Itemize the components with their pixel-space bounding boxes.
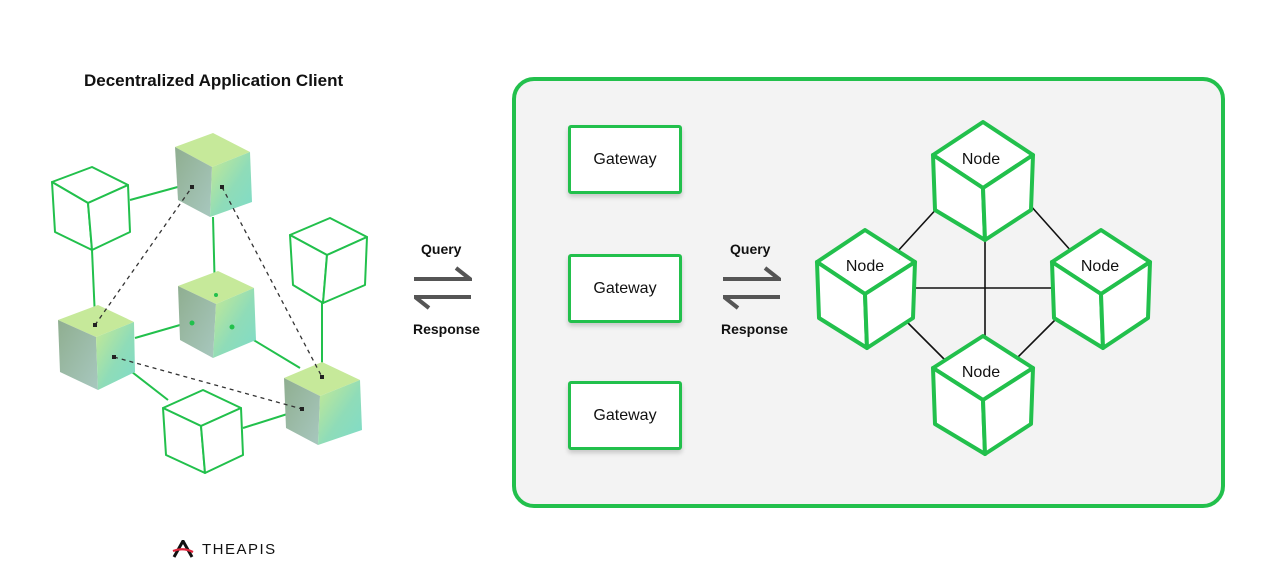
gateway-box-2: Gateway [568,254,682,323]
left-response-label: Response [413,321,480,337]
node-label-bottom: Node [961,364,1001,381]
node-cube-right [1050,228,1152,350]
swap-arrows-icon [414,266,472,310]
outlined-cubes [51,166,368,474]
right-query-label: Query [730,241,771,257]
outlined-cube-1 [51,166,131,251]
brand-mark-icon [172,540,194,558]
link-anchors [93,185,324,411]
node-label-left: Node [845,258,885,275]
node-cubes [815,120,1152,456]
node-cube-left [815,228,917,350]
link-dots [189,293,235,330]
node-label-right: Node [1080,258,1120,275]
swap-arrows-icon-right [723,266,781,310]
outlined-cube-3 [162,389,244,474]
right-response-label: Response [721,321,788,337]
gateway-box-1: Gateway [568,125,682,194]
brand-logo: THEAPIS [172,540,277,558]
node-cube-bottom [931,334,1035,456]
node-label-top: Node [961,151,1001,168]
left-query-label: Query [421,241,462,257]
outlined-cube-2 [289,217,368,304]
filled-cube-top [175,133,252,217]
filled-cube-left [58,305,135,390]
client-title: Decentralized Application Client [84,71,344,90]
dashed-links [94,186,323,410]
client-network-diagram [51,133,368,474]
node-links [896,204,1073,361]
node-cube-top [931,120,1035,242]
filled-cube-center [178,271,256,358]
gateway-box-3: Gateway [568,381,682,450]
brand-name: THEAPIS [202,540,277,558]
